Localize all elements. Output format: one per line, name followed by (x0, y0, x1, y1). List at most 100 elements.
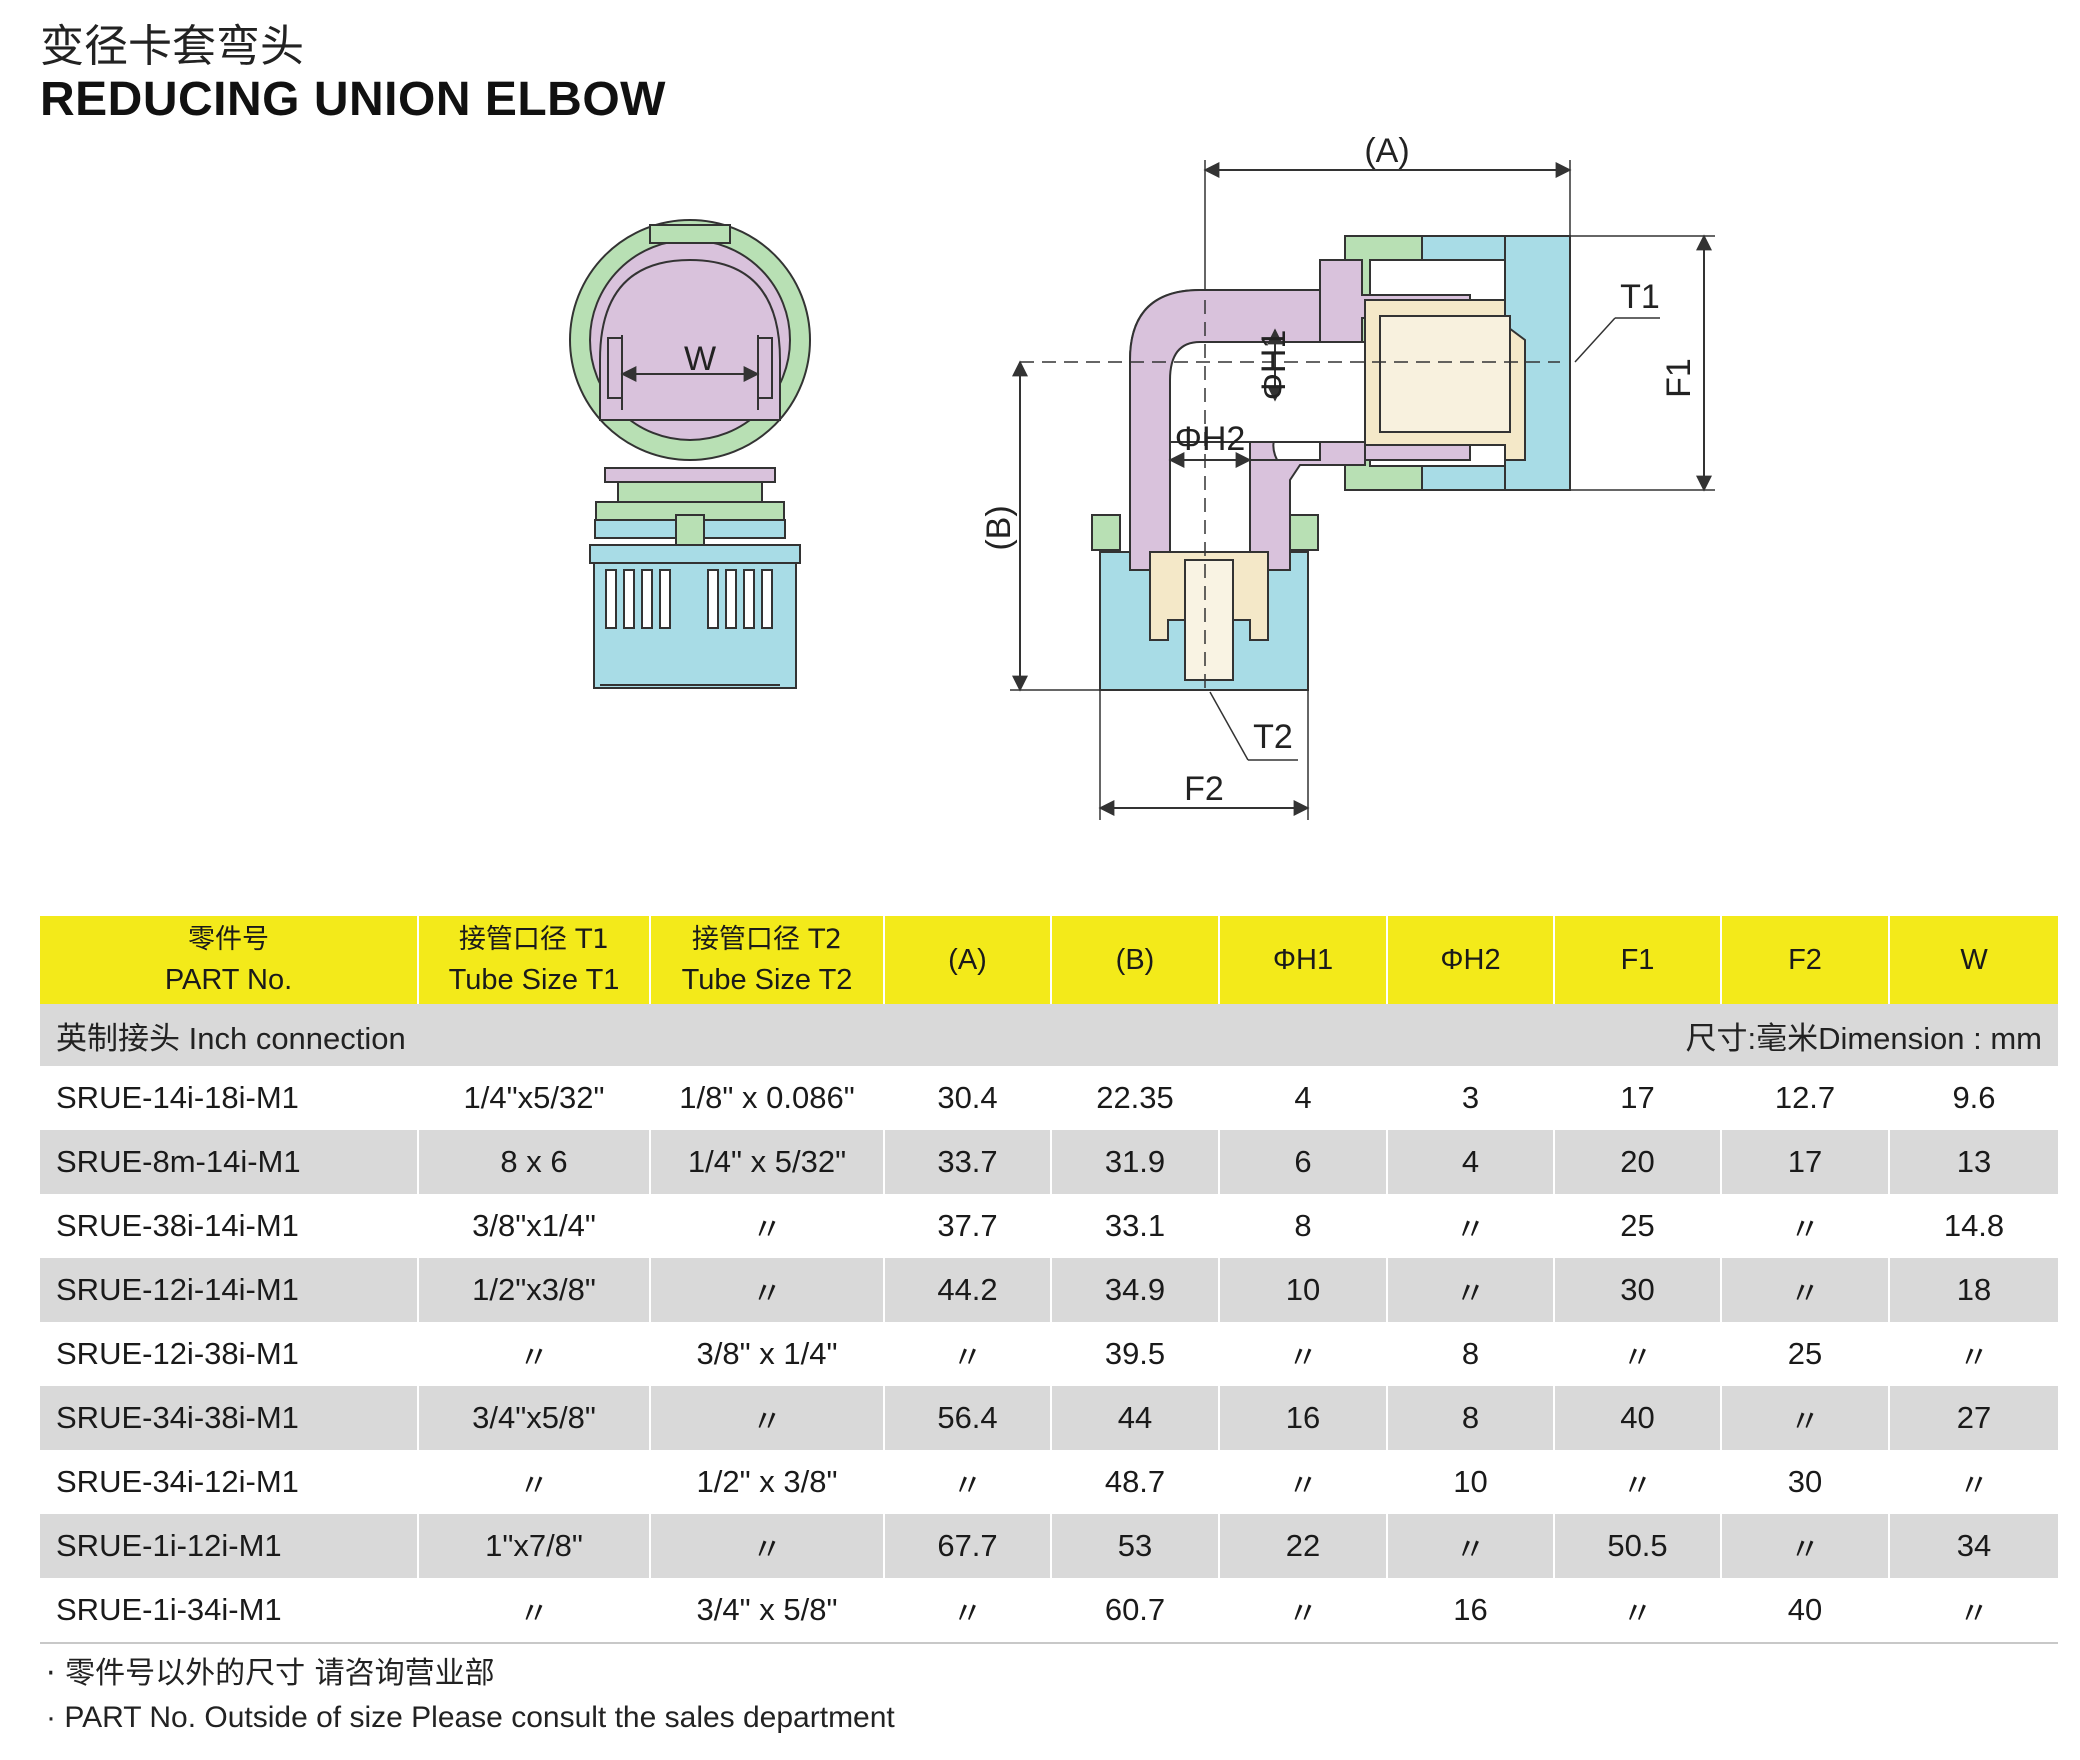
table-cell: 10 (1219, 1258, 1388, 1322)
table-cell: 〃 (1889, 1322, 2058, 1386)
table-cell: 〃 (418, 1578, 651, 1644)
table-cell: 〃 (1721, 1258, 1890, 1322)
table-cell: 8 (1219, 1194, 1388, 1258)
table-cell: 31.9 (1051, 1130, 1220, 1194)
table-cell: 34.9 (1051, 1258, 1220, 1322)
table-cell: 6 (1219, 1130, 1388, 1194)
table-cell: 22 (1219, 1514, 1388, 1578)
table-cell: 〃 (884, 1450, 1052, 1514)
table-cell: 〃 (1219, 1450, 1388, 1514)
label-w: W (684, 340, 716, 378)
column-header-en: Tube Size T2 (681, 964, 853, 996)
group-row: 英制接头 Inch connection 尺寸:毫米Dimension : mm (40, 1004, 2058, 1066)
table-cell: 〃 (884, 1578, 1052, 1644)
column-header: (A) (884, 916, 1052, 1004)
table-cell: 1/8" x 0.086" (650, 1066, 885, 1130)
table-cell: 56.4 (884, 1386, 1052, 1450)
table-cell: 1/4" x 5/32" (650, 1130, 885, 1194)
table-cell: 48.7 (1051, 1450, 1220, 1514)
table-cell: 25 (1721, 1322, 1890, 1386)
table-cell: 〃 (1219, 1578, 1388, 1644)
table-cell: 〃 (650, 1386, 885, 1450)
column-header: F1 (1554, 916, 1722, 1004)
column-header-en: PART No. (164, 964, 293, 996)
table-cell: 39.5 (1051, 1322, 1220, 1386)
table-cell: 4 (1387, 1130, 1555, 1194)
table-cell: 8 x 6 (418, 1130, 651, 1194)
column-header: ΦH2 (1387, 916, 1555, 1004)
section-view (1010, 160, 1715, 820)
table-cell: 1/2" x 3/8" (650, 1450, 885, 1514)
table-cell: 〃 (1889, 1450, 2058, 1514)
notes: · 零件号以外的尺寸 请咨询营业部 · PART No. Outside of … (46, 1652, 895, 1740)
column-header: ΦH1 (1219, 916, 1388, 1004)
table-cell: 16 (1387, 1578, 1555, 1644)
table-cell: 12.7 (1721, 1066, 1890, 1130)
table-cell: 1/2"x3/8" (418, 1258, 651, 1322)
table-cell: 44.2 (884, 1258, 1052, 1322)
table-cell: 〃 (1219, 1322, 1388, 1386)
table-cell: 16 (1219, 1386, 1388, 1450)
table-cell: 30 (1721, 1450, 1890, 1514)
table-cell: 40 (1554, 1386, 1722, 1450)
column-header-cn: 接管口径 T1 (458, 924, 610, 955)
table-cell: 44 (1051, 1386, 1220, 1450)
part-number-cell: SRUE-1i-12i-M1 (40, 1514, 419, 1578)
table-cell: 〃 (1554, 1322, 1722, 1386)
table-cell: 〃 (650, 1194, 885, 1258)
part-number-cell: SRUE-1i-34i-M1 (40, 1578, 419, 1644)
column-header: F2 (1721, 916, 1890, 1004)
table-cell: 〃 (1387, 1194, 1555, 1258)
label-h2: ΦH2 (1175, 420, 1246, 458)
table-cell: 8 (1387, 1322, 1555, 1386)
table-cell: 〃 (1554, 1450, 1722, 1514)
group-label: 英制接头 Inch connection (56, 1020, 406, 1056)
table-cell: 33.7 (884, 1130, 1052, 1194)
table-cell: 30 (1554, 1258, 1722, 1322)
table-cell: 13 (1889, 1130, 2058, 1194)
part-number-cell: SRUE-12i-38i-M1 (40, 1322, 419, 1386)
table-cell: 60.7 (1051, 1578, 1220, 1644)
part-number-cell: SRUE-12i-14i-M1 (40, 1258, 419, 1322)
table-cell: 14.8 (1889, 1194, 2058, 1258)
table-cell: 3 (1387, 1066, 1555, 1130)
table-cell: 〃 (1387, 1514, 1555, 1578)
part-number-cell: SRUE-8m-14i-M1 (40, 1130, 419, 1194)
label-h1: ΦH1 (1255, 330, 1293, 401)
table-cell: 〃 (418, 1322, 651, 1386)
table-cell: 3/8"x1/4" (418, 1194, 651, 1258)
label-f2: F2 (1184, 770, 1224, 808)
table-cell: 40 (1721, 1578, 1890, 1644)
label-t2: T2 (1253, 718, 1293, 756)
column-header-en: W (1960, 944, 1988, 976)
table-cell: 〃 (418, 1450, 651, 1514)
table-cell: 〃 (650, 1258, 885, 1322)
table-cell: 〃 (1721, 1386, 1890, 1450)
page-title-en: REDUCING UNION ELBOW (40, 73, 666, 126)
table-row: SRUE-34i-12i-M1〃1/2" x 3/8"〃48.7〃10〃30〃 (40, 1450, 2058, 1514)
table-cell: 3/8" x 1/4" (650, 1322, 885, 1386)
note-cn: · 零件号以外的尺寸 请咨询营业部 (46, 1656, 495, 1691)
table-row: SRUE-1i-34i-M1〃3/4" x 5/8"〃60.7〃16〃40〃 (40, 1578, 2058, 1644)
column-header-en: ΦH1 (1272, 944, 1334, 976)
column-header-en: (A) (948, 944, 987, 976)
column-header: W (1889, 916, 2058, 1004)
technical-drawing: W (569, 132, 1715, 820)
table-cell: 30.4 (884, 1066, 1052, 1130)
table-cell: 50.5 (1554, 1514, 1722, 1578)
table-cell: 27 (1889, 1386, 2058, 1450)
table-cell: 37.7 (884, 1194, 1052, 1258)
end-view (569, 219, 811, 689)
table-cell: 25 (1554, 1194, 1722, 1258)
table-cell: 17 (1554, 1066, 1722, 1130)
